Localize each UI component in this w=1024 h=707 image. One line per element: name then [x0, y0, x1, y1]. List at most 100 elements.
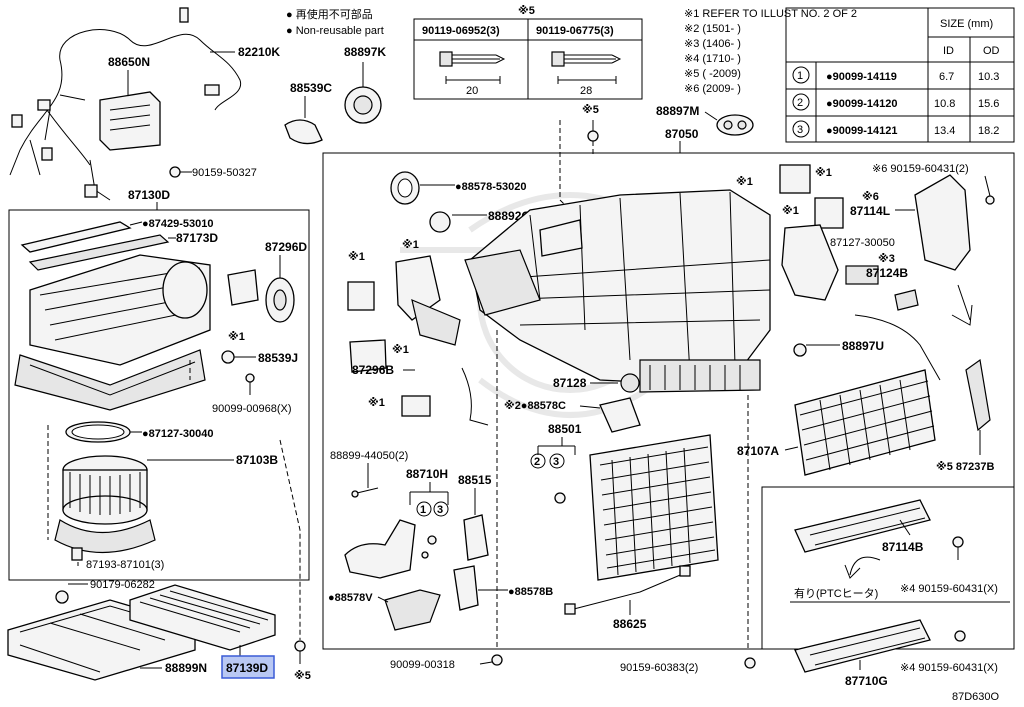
label-88710H: 88710H: [406, 467, 448, 481]
label-note1-b: ※1: [348, 251, 365, 263]
label-82210K: 82210K: [238, 45, 280, 59]
actuator-left-3: [349, 339, 387, 373]
label-88539J: 88539J: [258, 351, 298, 365]
size-header: SIZE (mm): [940, 18, 993, 30]
label-88501: 88501: [548, 422, 582, 436]
size-row-2-num: 2: [797, 97, 803, 109]
part-87128: [620, 373, 640, 393]
label-87193-87101: 87193-87101(3): [86, 559, 164, 571]
diagram-id: 87D630O: [952, 691, 1000, 703]
label-note1-h: ※1: [782, 205, 799, 217]
label-88515: 88515: [458, 473, 492, 487]
bracket-87114L: [914, 174, 971, 271]
label-88897M: 88897M: [656, 104, 699, 118]
label-87128: 87128: [553, 376, 587, 390]
label-90099-00318: 90099-00318: [390, 659, 455, 671]
label-note1-a: ※1: [228, 331, 245, 343]
legend-en: ● Non-reusable part: [286, 25, 384, 37]
label-87107A: 87107A: [737, 444, 779, 458]
label-88578B: ●88578B: [508, 586, 553, 598]
bolt-length-1: 20: [466, 85, 478, 97]
part-87114B: [794, 499, 931, 553]
label-88897K: 88897K: [344, 45, 386, 59]
actuator-right-1: [779, 164, 811, 194]
label-88578C: ※2●88578C: [504, 400, 566, 412]
label-88539C: 88539C: [290, 81, 332, 95]
actuator-right-2: [814, 197, 844, 229]
heater-core-87107A: [794, 369, 936, 476]
label-90179-06282: 90179-06282: [90, 579, 155, 591]
bolts-box: [413, 18, 643, 100]
label-87127-30050: 87127-30050: [830, 237, 895, 249]
label-87139D[interactable]: 87139D: [226, 661, 268, 675]
screw-90159-50327: [169, 166, 181, 178]
circle-label-2: 2: [534, 456, 540, 468]
hvac-unit-87050: [464, 189, 771, 393]
blower-fan-87103B: [54, 455, 156, 561]
size-row-2-od: 15.6: [978, 98, 999, 110]
label-87429-53010: ●87429-53010: [142, 218, 213, 230]
label-ptc: 有り(PTCヒータ): [794, 586, 878, 600]
part-87237B: [965, 358, 991, 432]
label-90159-60431-top: ※6 90159-60431(2): [872, 163, 969, 175]
size-row-1-part: ●90099-14119: [826, 71, 897, 83]
bracket-88710H: [344, 519, 416, 579]
size-row-1-od: 10.3: [978, 71, 999, 83]
label-88650N: 88650N: [108, 55, 150, 69]
size-row-3-od: 18.2: [978, 125, 999, 137]
note-2: ※2 (1501- ): [684, 23, 741, 35]
actuator-87296D: [227, 269, 259, 306]
label-90159-60431-bot: ※4 90159-60431(X): [900, 662, 998, 674]
part-88578B: [453, 565, 479, 611]
label-90159-60383: 90159-60383(2): [620, 662, 698, 674]
link-rod: [461, 367, 489, 426]
highlight-87139D[interactable]: [221, 655, 275, 679]
label-note1-e: ※1: [368, 397, 385, 409]
seal-88897M: [716, 114, 754, 136]
note-5: ※5 ( -2009): [684, 68, 741, 80]
label-note5-a: ※5: [294, 670, 311, 682]
bolt-part-1: 90119-06952(3): [422, 25, 500, 37]
actuator-left-4: [401, 395, 431, 417]
size-row-3-part: ●90099-14121: [826, 125, 897, 137]
part-88892Q: [429, 211, 451, 233]
note-3: ※3 (1406- ): [684, 38, 741, 50]
wire-harness-82210K: [9, 7, 242, 201]
part-88515: [463, 514, 489, 561]
bolt-part-2: 90119-06775(3): [536, 25, 614, 37]
legend-jp: ● 再使用不可部品: [286, 7, 373, 21]
size-row-1-id: 6.7: [939, 71, 954, 83]
size-row-1-num: 1: [797, 70, 803, 82]
arrow-down: [951, 284, 973, 326]
circle-label-1: 1: [420, 504, 426, 516]
label-87127-30040: ●87127-30040: [142, 428, 213, 440]
size-row-3-id: 13.4: [934, 125, 955, 137]
label-87114L: 87114L: [850, 204, 890, 218]
label-note5-b: ※5: [582, 104, 599, 116]
label-87050: 87050: [665, 127, 699, 141]
label-88578V: ●88578V: [328, 592, 373, 604]
actuator-left-1: [347, 281, 375, 311]
bolt-length-2: 28: [580, 85, 592, 97]
label-90159-50327: 90159-50327: [192, 167, 257, 179]
label-90099-00968: 90099-00968(X): [212, 403, 292, 415]
part-88539J: [221, 350, 235, 364]
label-87114B: 87114B: [882, 540, 924, 554]
part-88650N: [99, 91, 161, 151]
gasket-87429-53010: [20, 221, 132, 253]
note-1: ※1 REFER TO ILLUST NO. 2 OF 2: [684, 8, 857, 20]
label-note1-d: ※1: [392, 344, 409, 356]
size-row-2-part: ●90099-14120: [826, 98, 897, 110]
label-note1-g: ※1: [815, 167, 832, 179]
bolts-note: ※5: [518, 5, 535, 17]
evaporator-88501: [589, 434, 719, 581]
part-87124B: [894, 289, 919, 311]
label-87124B-note: ※3: [878, 253, 895, 265]
pipe-88897U: [854, 314, 941, 381]
label-87173D: 87173D: [176, 231, 218, 245]
size-row-3-num: 3: [797, 124, 803, 136]
group-box-87050: [322, 152, 1015, 650]
cover-87173D: [28, 234, 170, 271]
clip-90179-06282: [55, 590, 69, 604]
